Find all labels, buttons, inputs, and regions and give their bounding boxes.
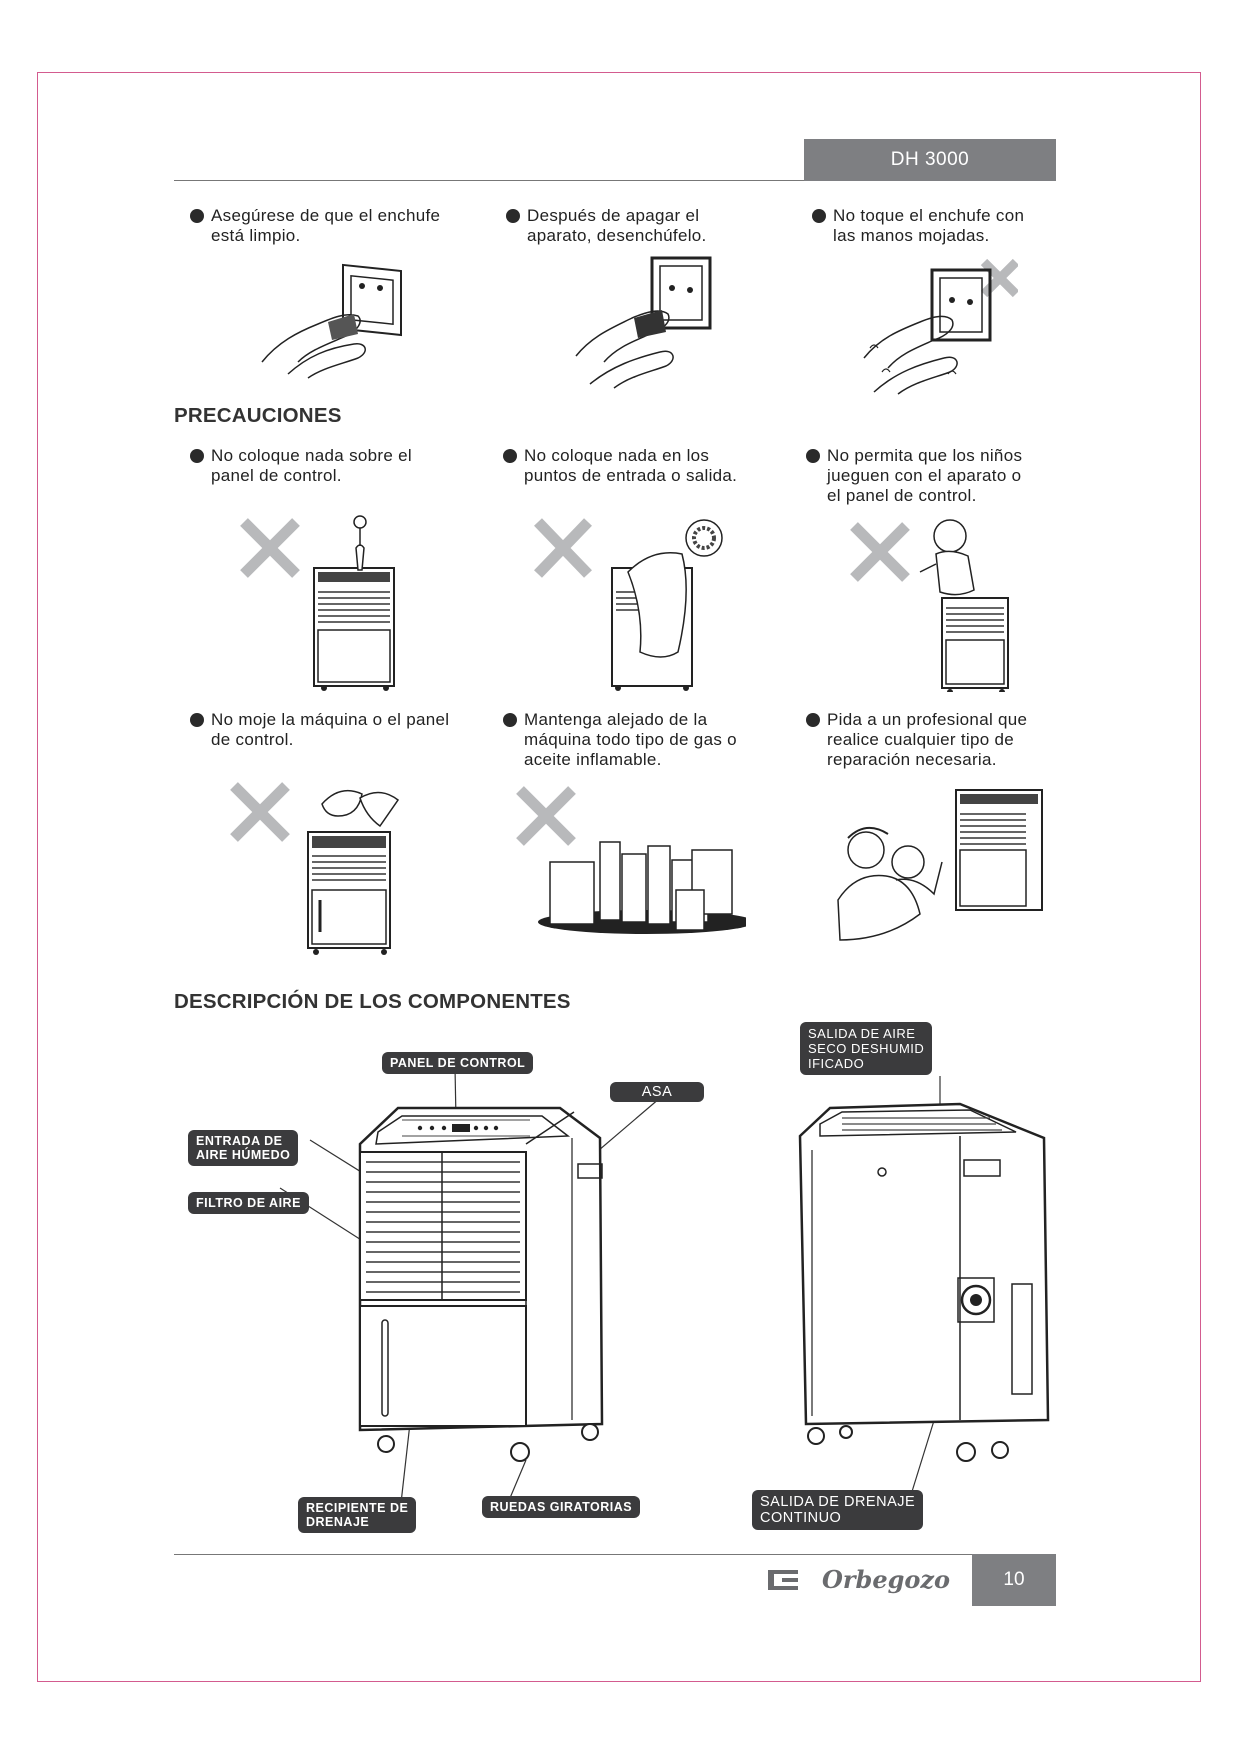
header-rule [174, 180, 1056, 181]
svg-text:Orbegozo: Orbegozo [822, 1565, 950, 1594]
towel-over-outlet-illustration [534, 518, 723, 691]
bullet-dot [503, 713, 517, 727]
precaution-water: No moje la máquina o el panel de control… [190, 710, 490, 750]
model-label: DH 3000 [804, 139, 1056, 181]
precaution-flammables: Mantenga alejado de la máquina todo tipo… [503, 710, 793, 770]
label-control-panel: PANEL DE CONTROL [382, 1052, 534, 1074]
cross-mark-icon [240, 518, 300, 578]
label-continuous-drain: SALIDA DE DRENAJE CONTINUO [752, 1490, 924, 1530]
footer-rule [174, 1554, 1056, 1555]
bullet-dot [806, 449, 820, 463]
page-frame [37, 72, 1201, 1682]
dehumidifier-diagram [279, 1066, 1050, 1513]
tip-wet-hands: No toque el enchufe con las manos mojada… [812, 206, 1072, 246]
front-unit [358, 1106, 604, 1462]
technician-repair-illustration [837, 789, 1043, 941]
bullet-dot [190, 713, 204, 727]
bullet-dot [806, 713, 820, 727]
tip-unplug: Después de apagar el aparato, desenchúfe… [506, 206, 796, 246]
bullet-dot [506, 209, 520, 223]
bullet-dot [812, 209, 826, 223]
back-unit [798, 1102, 1050, 1462]
precautions-title: PRECAUCIONES [174, 404, 342, 427]
label-handle: ASA [610, 1082, 704, 1102]
page-number: 10 [972, 1554, 1056, 1606]
precaution-professional-repair: Pida a un profesional que realice cualqu… [806, 710, 1066, 770]
bullet-dot [503, 449, 517, 463]
plug-clean-illustration [261, 263, 402, 379]
precaution-children: No permita que los niños jueguen con el … [806, 446, 1066, 506]
water-spill-illustration [230, 782, 400, 955]
label-swivel-wheels: RUEDAS GIRATORIAS [482, 1496, 641, 1518]
label-humid-air-inlet: ENTRADA DE AIRE HÚMEDO [188, 1130, 299, 1166]
precaution-control-panel: No coloque nada sobre el panel de contro… [190, 446, 480, 486]
cross-mark-icon [534, 518, 592, 578]
orbegozo-logo-icon: Orbegozo [768, 1565, 950, 1594]
plug-wet-hands-illustration [863, 258, 1018, 395]
cross-mark-icon [230, 782, 290, 842]
bullet-dot [190, 449, 204, 463]
bullet-dot [190, 209, 204, 223]
plug-unplug-illustration [575, 256, 712, 389]
cross-mark-icon [850, 522, 910, 582]
label-drain-tank: RECIPIENTE DE DRENAJE [298, 1497, 417, 1533]
flammable-liquids-illustration [516, 786, 746, 934]
label-dry-air-outlet: SALIDA DE AIRE SECO DESHUMID IFICADO [800, 1022, 933, 1075]
precaution-air-inlets: No coloque nada en los puntos de entrada… [503, 446, 803, 486]
components-title: DESCRIPCIÓN DE LOS COMPONENTES [174, 990, 571, 1013]
label-air-filter: FILTRO DE AIRE [188, 1192, 309, 1214]
child-on-unit-illustration [850, 519, 1009, 692]
tip-clean-plug: Asegúrese de que el enchufe está limpio. [190, 206, 480, 246]
vase-on-panel-illustration [240, 515, 395, 691]
cross-mark-icon [516, 786, 576, 846]
